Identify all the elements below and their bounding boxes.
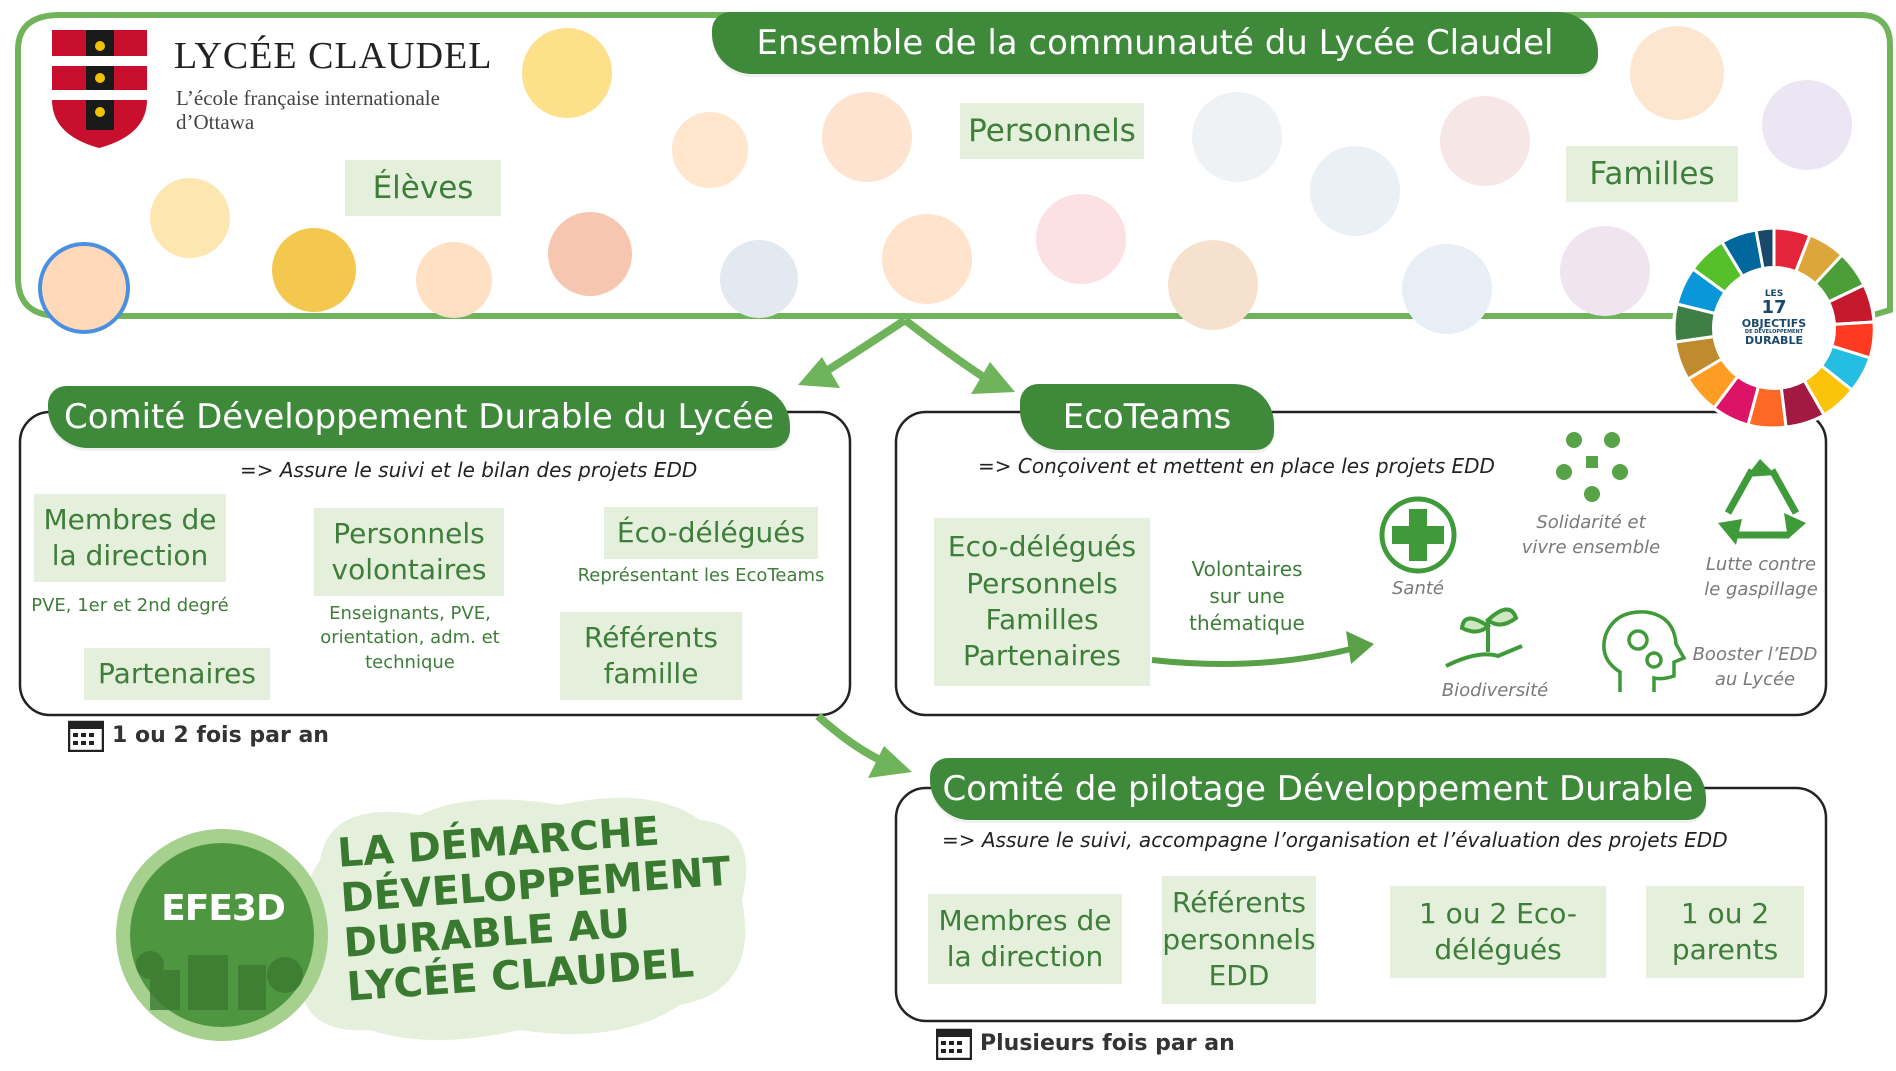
recycle-icon [1718, 459, 1806, 545]
cdd-membres-note: PVE, 1er et 2nd degré [31, 595, 229, 616]
ecoteams-subtitle: => Conçoivent et mettent en place les pr… [978, 454, 1495, 478]
student-avatar-7 [672, 112, 748, 188]
cdd-frequency-text: 1 ou 2 fois par an [112, 722, 329, 748]
theme-biodiversite: Biodiversité [1441, 680, 1549, 701]
student-avatar-2 [150, 178, 230, 258]
student-avatar-6 [720, 240, 798, 318]
family-avatar-1 [1402, 244, 1492, 334]
arrow-volunteers [1151, 645, 1356, 667]
group-eleves: Élèves [345, 160, 501, 216]
theme-sante: Santé [1392, 578, 1444, 599]
cdd-membres: Membres de la direction [34, 494, 226, 582]
community-title: Ensemble de la communauté du Lycée Claud… [712, 12, 1598, 74]
sante-icon [1379, 496, 1457, 574]
efe3d-cloud [294, 797, 747, 1040]
cdd-subtitle: => Assure le suivi et le bilan des proje… [240, 458, 698, 482]
ecoteams-members: Eco-délégués Personnels Familles Partena… [934, 518, 1150, 686]
efe3d-heading: LA DÉMARCHE DÉVELOPPEMENT DURABLE AU LYC… [336, 805, 738, 1010]
sdg-line1: OBJECTIFS [1741, 317, 1807, 331]
group-personnels: Personnels [960, 103, 1144, 159]
staff-avatar-4 [1192, 92, 1282, 182]
pilotage-subtitle: => Assure le suivi, accompagne l’organis… [942, 828, 1728, 852]
cdd-ecodelegues-note: Représentant les EcoTeams [577, 565, 825, 586]
sdg-wheel [1672, 226, 1876, 430]
staff-avatar-1 [822, 92, 912, 182]
staff-avatar-3 [1036, 194, 1126, 284]
school-name: LYCÉE CLAUDEL [174, 35, 493, 77]
theme-solidarite: Solidarité et vivre ensemble [1521, 512, 1661, 559]
pilotage-frequency: Plusieurs fois par an [936, 1026, 1235, 1060]
community-frame [15, 12, 1893, 319]
calendar-icon [936, 1028, 972, 1060]
pilotage-ecodelegues: 1 ou 2 Eco- délégués [1390, 886, 1606, 978]
student-avatar-4 [416, 242, 492, 318]
ecoteams-box [894, 410, 1828, 717]
solidarite-icon [1556, 432, 1628, 502]
cdd-personnels-note: Enseignants, PVE, orientation, adm. et t… [320, 603, 500, 673]
cdd-frequency: 1 ou 2 fois par an [68, 718, 329, 752]
arrow-to-pilotage [815, 713, 882, 764]
theme-booster: Booster l’EDD au Lycée [1692, 644, 1818, 691]
pilotage-membres: Membres de la direction [928, 894, 1122, 984]
student-avatar-5 [548, 212, 632, 296]
family-avatar-3 [1630, 26, 1724, 120]
school-subtitle-2: d’Ottawa [176, 110, 255, 134]
sdg-center: LES 17 OBJECTIFS DE DÉVELOPPEMENT DURABL… [1724, 289, 1824, 348]
ecoteams-title: EcoTeams [1020, 384, 1274, 450]
sdg-line2: DE DÉVELOPPEMENT [1744, 328, 1804, 335]
group-familles: Familles [1566, 146, 1738, 202]
staff-avatar-2 [882, 214, 972, 304]
crest-logo [52, 30, 147, 148]
biodiversite-icon [1445, 607, 1523, 668]
ecoteams-volunteers: Volontaires sur une thématique [1189, 557, 1305, 635]
cdd-referents: Référents famille [560, 612, 742, 700]
staff-avatar-6 [1310, 146, 1400, 236]
sdg-les: LES [1764, 289, 1784, 299]
arrow-to-cdd [817, 316, 908, 379]
pilotage-title: Comité de pilotage Développement Durable [930, 758, 1706, 820]
student-avatar-1 [38, 242, 130, 334]
staff-avatar-7 [1440, 96, 1530, 186]
sdg-line3: DURABLE [1745, 334, 1803, 348]
cdd-partenaires: Partenaires [84, 648, 270, 700]
cdd-ecodelegues: Éco-délégués [604, 507, 818, 559]
school-subtitle-1: L’école française internationale [176, 86, 440, 110]
calendar-icon [68, 720, 104, 752]
arrow-to-ecoteams [902, 316, 988, 382]
pilotage-parents: 1 ou 2 parents [1646, 886, 1804, 978]
pilotage-referents: Référents personnels EDD [1162, 876, 1316, 1004]
staff-avatar-5 [1168, 240, 1258, 330]
pilotage-frequency-text: Plusieurs fois par an [980, 1030, 1235, 1056]
booster-icon [1602, 610, 1687, 692]
family-avatar-4 [1762, 80, 1852, 170]
family-avatar-2 [1560, 226, 1650, 316]
student-avatar-8 [522, 28, 612, 118]
cdd-title: Comité Développement Durable du Lycée [48, 386, 790, 448]
efe3d-logo-text: EFE3D [161, 888, 286, 929]
cdd-personnels: Personnels volontaires [314, 508, 504, 596]
student-avatar-3 [272, 228, 356, 312]
sdg-number: 17 [1761, 297, 1787, 319]
theme-gaspillage: Lutte contre le gaspillage [1704, 554, 1818, 601]
